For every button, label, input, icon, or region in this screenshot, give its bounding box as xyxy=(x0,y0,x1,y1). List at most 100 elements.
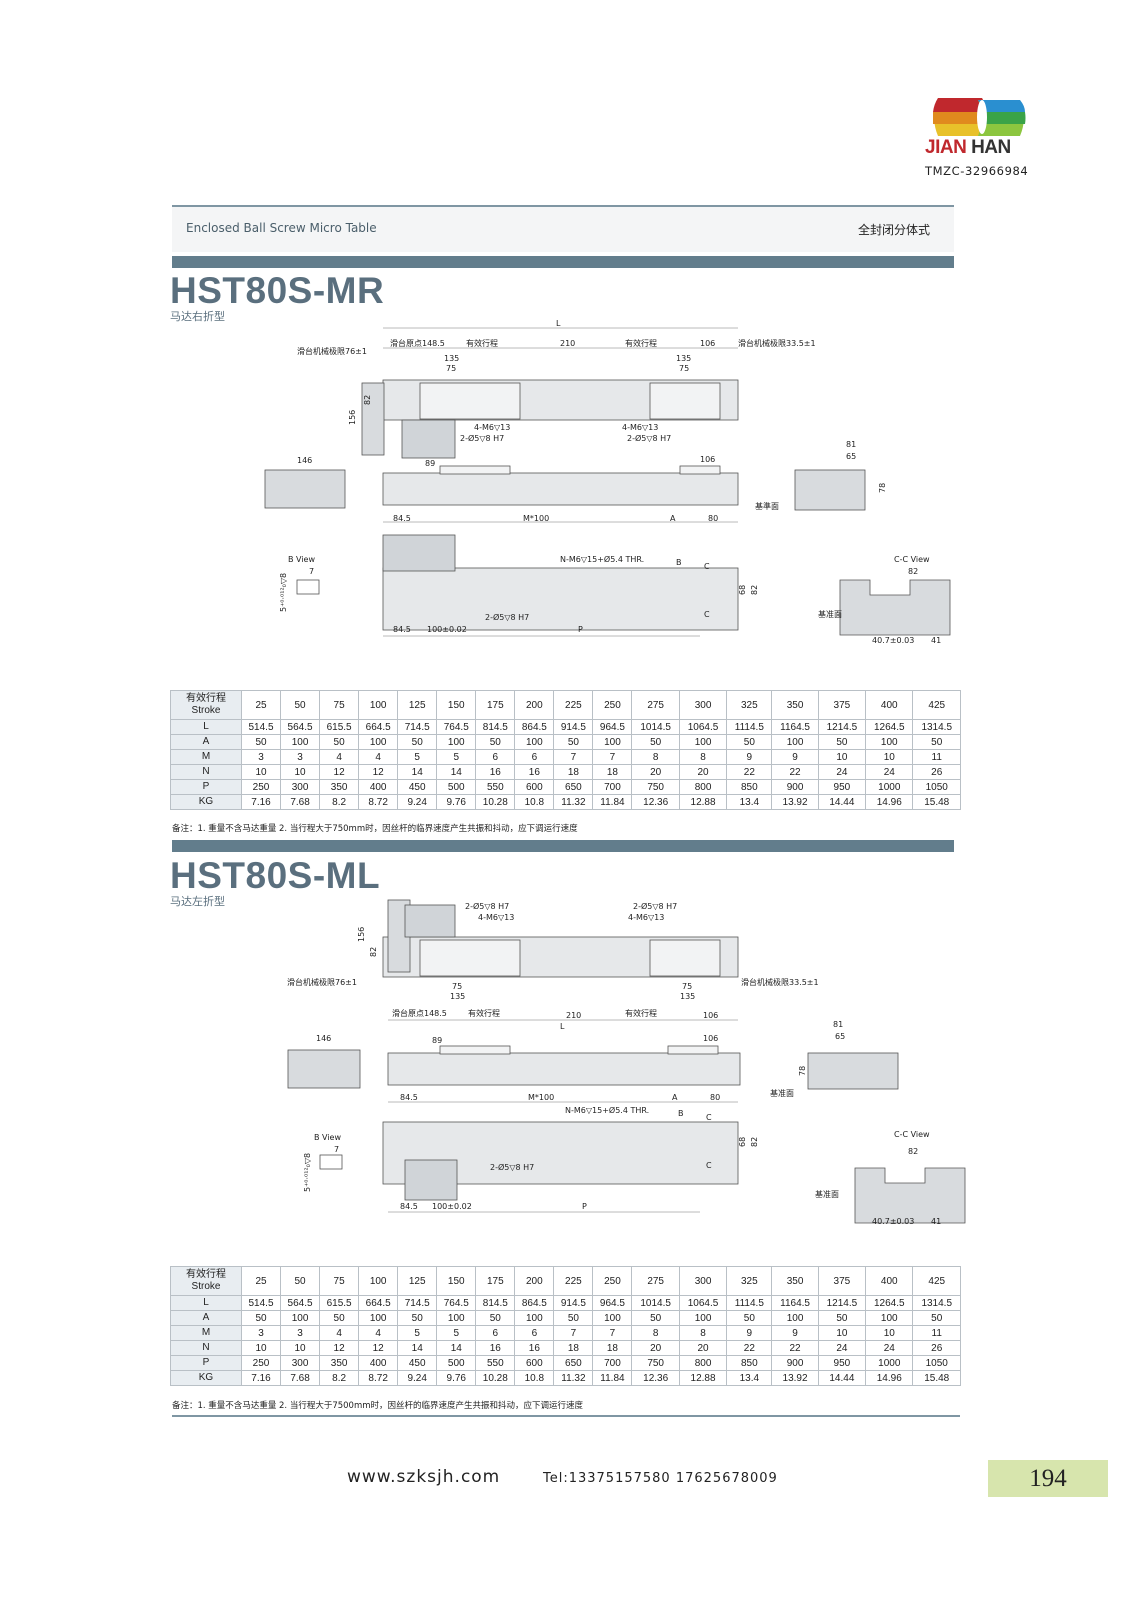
dim-label: C xyxy=(706,1113,712,1122)
cell: 8 xyxy=(631,1325,680,1341)
cell: 564.5 xyxy=(280,1295,321,1311)
cell: 50 xyxy=(912,1310,961,1326)
row-label: M xyxy=(170,749,242,765)
cell: 22 xyxy=(726,764,773,780)
cell: 7.16 xyxy=(240,1370,282,1386)
cell: 9.24 xyxy=(397,1370,438,1386)
dim-label: 基準面 xyxy=(755,501,779,511)
cell: 900 xyxy=(771,1355,819,1371)
row-label: A xyxy=(170,734,242,750)
cell: 764.5 xyxy=(436,1295,477,1311)
dim-label: 75 xyxy=(679,364,689,373)
cell: 22 xyxy=(771,764,819,780)
cell: 7.68 xyxy=(280,1370,321,1386)
cell: 3 xyxy=(240,749,282,765)
cell: 12.36 xyxy=(631,1370,680,1386)
dim-label: B xyxy=(678,1109,684,1118)
cell: 50 xyxy=(726,734,773,750)
dim-label: 2-Ø5▽8 H7 xyxy=(633,901,677,911)
cell: 10 xyxy=(865,749,914,765)
cell: 550 xyxy=(475,779,516,795)
stroke-value: 300 xyxy=(678,690,728,720)
cell: 15.48 xyxy=(912,1370,961,1386)
stroke-value: 375 xyxy=(817,1266,867,1296)
cell: 250 xyxy=(240,779,282,795)
cell: 800 xyxy=(678,1355,728,1371)
dim-label: 基准面 xyxy=(770,1088,794,1098)
dim-label: 40.7±0.03 xyxy=(872,1217,914,1226)
cell: 100 xyxy=(436,1310,477,1326)
stroke-value: 400 xyxy=(865,690,914,720)
section-divider xyxy=(172,840,954,852)
dim-label: A xyxy=(672,1093,678,1102)
cell: 18 xyxy=(592,764,633,780)
dim-label: 4-M6▽13 xyxy=(478,913,514,922)
cell: 615.5 xyxy=(319,719,360,735)
cell: 950 xyxy=(817,779,867,795)
dim-label: 75 xyxy=(682,982,692,991)
cell: 16 xyxy=(514,764,555,780)
cell: 50 xyxy=(319,734,360,750)
cell: 914.5 xyxy=(553,719,594,735)
cell: 1014.5 xyxy=(631,1295,680,1311)
cell: 10 xyxy=(240,1340,282,1356)
cell: 50 xyxy=(817,734,867,750)
website-link[interactable]: www.szksjh.com xyxy=(347,1467,501,1487)
dim-label: 基准面 xyxy=(815,1189,839,1199)
cell: 1000 xyxy=(865,1355,914,1371)
cell: 20 xyxy=(631,1340,680,1356)
cell: 6 xyxy=(514,1325,555,1341)
stroke-value: 125 xyxy=(397,690,438,720)
cell: 50 xyxy=(631,734,680,750)
cell: 20 xyxy=(678,764,728,780)
dim-label: 89 xyxy=(432,1036,442,1045)
cell: 1314.5 xyxy=(912,719,961,735)
row-label: N xyxy=(170,764,242,780)
cell: 100 xyxy=(358,734,399,750)
dim-label: C-C View xyxy=(894,555,930,564)
cell: 10 xyxy=(280,764,321,780)
ml-bottom-view xyxy=(319,1121,966,1224)
cell: 900 xyxy=(771,779,819,795)
brand-left: JIAN xyxy=(925,137,967,158)
cell: 1014.5 xyxy=(631,719,680,735)
row-label: M xyxy=(170,1325,242,1341)
cell: 12.88 xyxy=(678,794,728,810)
cell: 650 xyxy=(553,1355,594,1371)
cell: 300 xyxy=(280,779,321,795)
dim-label: 4-M6▽13 xyxy=(628,913,664,922)
stroke-value: 400 xyxy=(865,1266,914,1296)
cell: 650 xyxy=(553,779,594,795)
dim-label: C xyxy=(704,610,710,619)
cell: 1264.5 xyxy=(865,1295,914,1311)
cell: 50 xyxy=(631,1310,680,1326)
cell: 1114.5 xyxy=(726,1295,773,1311)
dim-label: 106 xyxy=(703,1011,718,1020)
dim-label: 135 xyxy=(444,354,459,363)
dim-label: 84.5 xyxy=(393,625,411,634)
dim-label: 146 xyxy=(316,1034,331,1043)
mr-bottom-view xyxy=(296,534,951,636)
stroke-value: 375 xyxy=(817,690,867,720)
stroke-value: 50 xyxy=(280,690,321,720)
cell: 12 xyxy=(319,764,360,780)
cell: 50 xyxy=(397,734,438,750)
cell: 4 xyxy=(358,1325,399,1341)
model-subtitle: 马达右折型 xyxy=(170,310,225,323)
dim-label: 82 xyxy=(363,395,372,405)
row-label: A xyxy=(170,1310,242,1326)
cell: 814.5 xyxy=(475,719,516,735)
cell: 300 xyxy=(280,1355,321,1371)
stroke-value: 200 xyxy=(514,1266,555,1296)
stroke-value: 75 xyxy=(319,690,360,720)
cell: 864.5 xyxy=(514,1295,555,1311)
dim-label: 滑台机械极限76±1 xyxy=(287,977,357,987)
dim-label: 2-Ø5▽8 H7 xyxy=(465,901,509,911)
dim-label: 135 xyxy=(676,354,691,363)
